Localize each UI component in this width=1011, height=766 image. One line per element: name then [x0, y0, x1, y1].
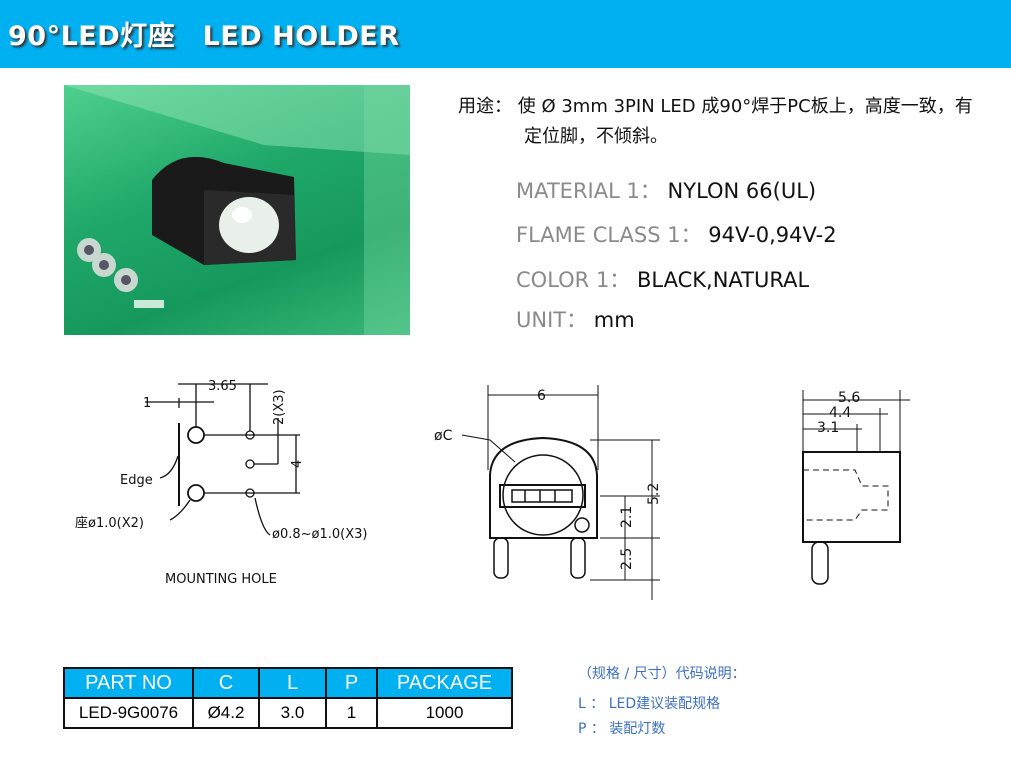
technical-drawings: 3.65 1 2(X3) 4 Edge 座ø1.0(X2) ø0.8~ø1.0(… — [75, 379, 910, 600]
spec-material: MATERIAL 1： NYLON 66(UL) — [516, 175, 816, 205]
usage-description: 用途： 使 Ø 3mm 3PIN LED 成90°焊于PC板上，高度一致，有 定… — [458, 92, 973, 152]
spec-flame-class: FLAME CLASS 1： 94V-0,94V-2 — [516, 219, 837, 249]
spec-value: 94V-0,94V-2 — [708, 223, 837, 247]
note-l: L ： LED建议装配规格 — [578, 696, 721, 712]
table-row: LED-9G0076 Ø4.2 3.0 1 1000 — [63, 697, 513, 729]
spec-value: BLACK,NATURAL — [637, 268, 810, 292]
notes-title: （规格 / 尺寸）代码说明： — [578, 666, 746, 682]
table-cell: 1000 — [376, 697, 513, 729]
dim-label: 3.1 — [817, 420, 839, 436]
spec-value: NYLON 66(UL) — [667, 179, 817, 203]
spec-value: mm — [593, 308, 635, 332]
spec-color: COLOR 1： BLACK,NATURAL — [516, 264, 809, 294]
usage-line1: 使 Ø 3mm 3PIN LED 成90°焊于PC板上，高度一致，有 — [517, 96, 973, 117]
col-header: PART NO — [63, 667, 194, 699]
col-header: C — [192, 667, 260, 699]
edge-label: Edge — [120, 473, 153, 488]
hole-label: ø0.8~ø1.0(X3) — [272, 527, 367, 542]
spec-label: COLOR 1： — [516, 268, 631, 292]
usage-label: 用途： — [458, 96, 512, 117]
col-header: L — [258, 667, 327, 699]
dim-label: øC — [434, 428, 453, 444]
table-cell: 1 — [325, 697, 378, 729]
spec-label: UNIT： — [516, 308, 588, 332]
dim-label: 5.2 — [646, 483, 662, 505]
table-header-row: PART NO C L P PACKAGE — [63, 667, 513, 699]
dim-label: 2.1 — [619, 506, 635, 528]
front-view-drawing: 6 øC 2.1 5.2 2.5 — [434, 385, 662, 600]
dim-label: 3.65 — [208, 379, 237, 394]
table-cell: 3.0 — [258, 697, 327, 729]
usage-line2: 定位脚，不倾斜。 — [524, 126, 668, 147]
part-table: PART NO C L P PACKAGE LED-9G0076 Ø4.2 3.… — [63, 667, 513, 729]
dim-label: 2(X3) — [272, 389, 287, 425]
note-p: P ： 装配灯数 — [578, 721, 666, 737]
table-cell: Ø4.2 — [192, 697, 260, 729]
page-title: 90°LED灯座 LED HOLDER — [8, 21, 400, 52]
dim-label: 4.4 — [829, 405, 851, 421]
dim-label: 2.5 — [619, 548, 635, 570]
spec-unit: UNIT： mm — [516, 304, 635, 334]
spec-label: MATERIAL 1： — [516, 179, 661, 203]
dim-label: 4 — [290, 460, 305, 468]
product-photo — [64, 85, 410, 335]
mounting-hole-drawing: 3.65 1 2(X3) 4 Edge 座ø1.0(X2) ø0.8~ø1.0(… — [75, 379, 367, 587]
side-view-drawing: 5.6 4.4 3.1 — [802, 390, 910, 585]
spec-label: FLAME CLASS 1： — [516, 223, 702, 247]
col-header: PACKAGE — [376, 667, 513, 699]
col-header: P — [325, 667, 378, 699]
dim-label: 5.6 — [838, 390, 860, 406]
hole-label: 座ø1.0(X2) — [75, 516, 144, 531]
header-bar: 90°LED灯座 LED HOLDER — [0, 0, 1011, 68]
dim-label: 6 — [537, 388, 546, 404]
dim-label: 1 — [143, 396, 151, 411]
code-notes: （规格 / 尺寸）代码说明： L ： LED建议装配规格 P ： 装配灯数 — [578, 662, 746, 742]
drawing-caption: MOUNTING HOLE — [165, 572, 277, 587]
table-cell: LED-9G0076 — [63, 697, 194, 729]
